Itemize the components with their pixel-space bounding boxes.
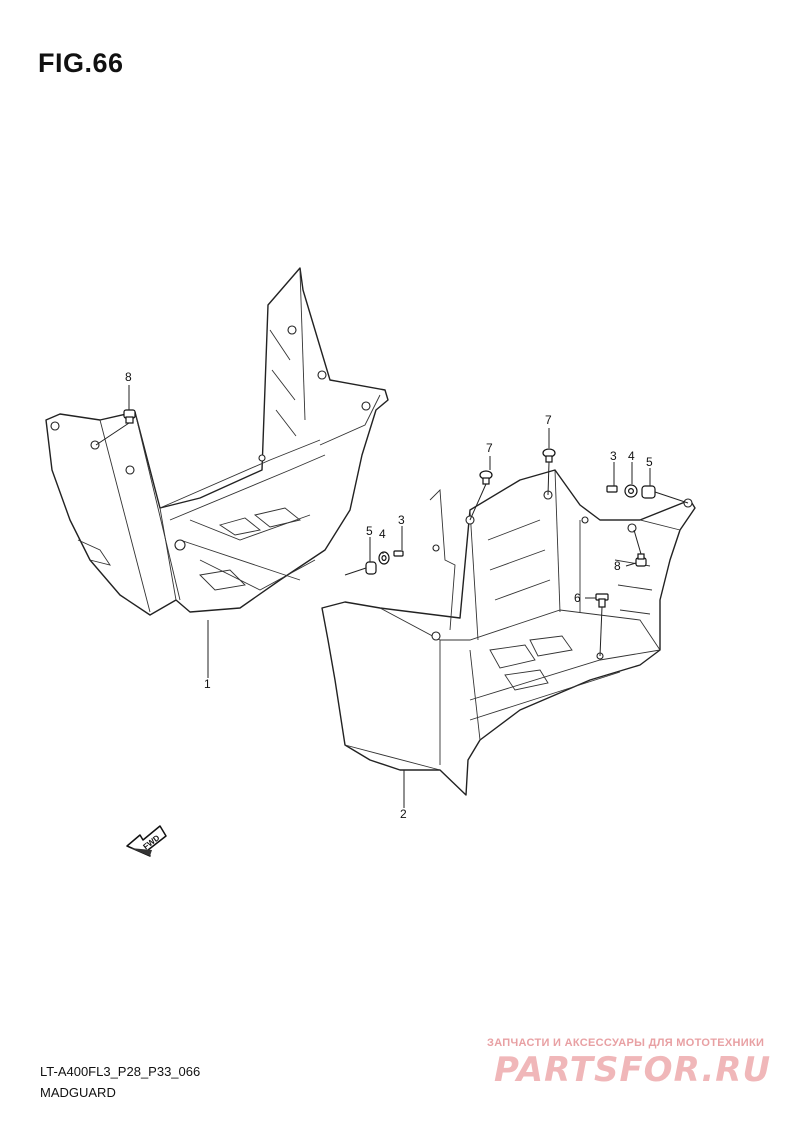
callouts: 1 2 3 4 5 3 4 5 6 7 7 8 8	[125, 370, 653, 821]
screw-8-left[interactable]	[123, 409, 136, 424]
callout-8-right[interactable]: 8	[614, 559, 621, 573]
callout-8-left[interactable]: 8	[125, 370, 132, 384]
callout-3-right[interactable]: 3	[610, 449, 617, 463]
bolt-6[interactable]	[595, 593, 609, 608]
callout-4-left[interactable]: 4	[379, 527, 386, 541]
hardware	[123, 409, 656, 608]
bolt-3-left[interactable]	[393, 550, 404, 557]
callout-5-left[interactable]: 5	[366, 524, 373, 538]
callout-1[interactable]: 1	[204, 677, 211, 691]
part-1-left-madguard[interactable]	[45, 267, 389, 616]
clip-7-right[interactable]	[542, 448, 556, 463]
clip-7-left[interactable]	[479, 470, 493, 485]
leader-lines	[95, 385, 689, 808]
watermark-logo: PARTSFOR.RU	[494, 1050, 772, 1090]
callout-6[interactable]: 6	[574, 591, 581, 605]
forward-direction-arrow: FWD	[126, 825, 167, 857]
part-2-right-madguard[interactable]	[321, 469, 696, 796]
callout-7-left[interactable]: 7	[486, 441, 493, 455]
washer-4-right[interactable]	[624, 484, 638, 498]
callout-7-right[interactable]: 7	[545, 413, 552, 427]
figure-title: FIG.66	[38, 48, 124, 78]
bolt-3-right[interactable]	[606, 485, 618, 493]
callout-2[interactable]: 2	[400, 807, 407, 821]
nut-5-left[interactable]	[365, 561, 377, 575]
callout-4-right[interactable]: 4	[628, 449, 635, 463]
washer-4-left[interactable]	[378, 551, 390, 565]
callout-5-right[interactable]: 5	[646, 455, 653, 469]
callout-3-left[interactable]: 3	[398, 513, 405, 527]
figure-name: MADGUARD	[40, 1085, 116, 1100]
screw-8-right[interactable]	[635, 553, 647, 567]
watermark-tagline: ЗАПЧАСТИ И АКСЕССУАРЫ ДЛЯ МОТОТЕХНИКИ	[487, 1037, 765, 1049]
nut-5-right[interactable]	[641, 485, 656, 499]
figure-code: LT-A400FL3_P28_P33_066	[40, 1064, 201, 1079]
